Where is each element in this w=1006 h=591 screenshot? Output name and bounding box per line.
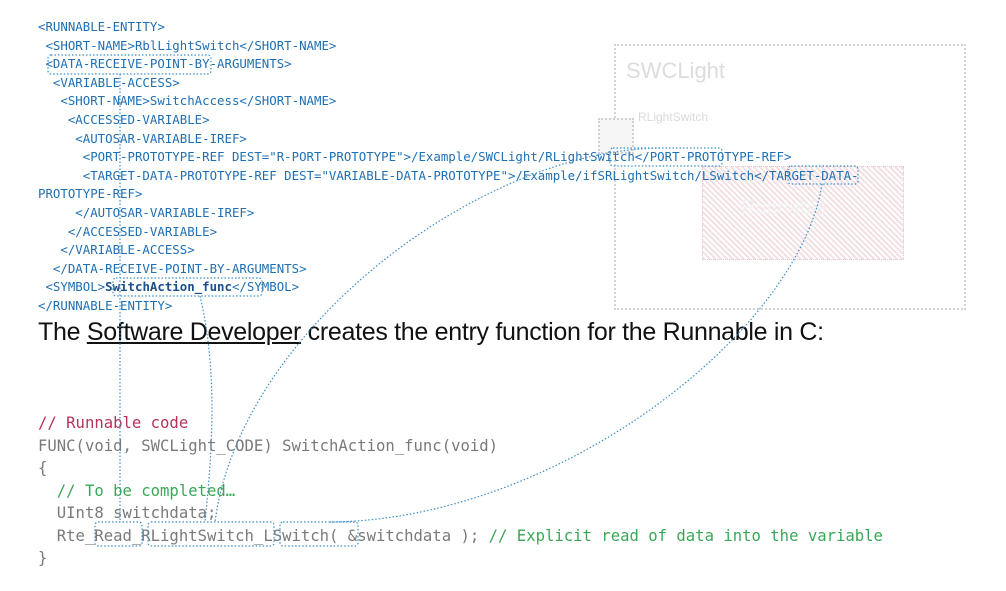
highlight-read xyxy=(94,521,143,547)
swc-title: SWCLight xyxy=(626,58,726,83)
xml-line: <TARGET-DATA-PROTOTYPE-REF DEST="VARIABL… xyxy=(38,167,859,183)
runnable-label: Runnable xyxy=(741,197,827,219)
xml-line: <VARIABLE-ACCESS> xyxy=(38,74,180,90)
highlight-symbol xyxy=(112,277,263,297)
xml-line: <DATA-RECEIVE-POINT-BY-ARGUMENTS> xyxy=(38,56,292,72)
connector-symbol xyxy=(199,295,213,523)
code-line: Rte_Read_RLightSwitch_LSwitch( &switchda… xyxy=(38,526,489,545)
xml-line: <AUTOSAR-VARIABLE-IREF> xyxy=(38,130,247,146)
xml-line: <RUNNABLE-ENTITY> xyxy=(38,19,165,34)
highlight-rlightswitch-xml xyxy=(609,147,723,167)
xml-line: <SHORT-NAME>SwitchAccess</SHORT-NAME> xyxy=(38,93,337,109)
xml-line: </AUTOSAR-VARIABLE-IREF> xyxy=(38,204,255,220)
code-comment: // Explicit read of data into the variab… xyxy=(488,526,883,545)
xml-line: PROTOTYPE-REF> xyxy=(38,186,143,202)
connector-lswitch xyxy=(329,183,823,523)
description-text: The Software Developer creates the entry… xyxy=(38,318,824,347)
xml-line: <SYMBOL> xyxy=(38,279,106,295)
port-label: RLightSwitch xyxy=(638,110,709,124)
prose-start: The xyxy=(38,318,87,346)
highlight-data-receive-point xyxy=(47,54,212,75)
xml-line: </DATA-RECEIVE-POINT-BY-ARGUMENTS> xyxy=(38,260,307,276)
highlight-lswitch-code xyxy=(279,521,359,547)
connector-rlightswitch xyxy=(214,147,661,523)
highlight-rlightswitch-code xyxy=(147,521,275,547)
code-line: { xyxy=(38,459,48,477)
code-comment: // To be completed… xyxy=(38,481,236,500)
c-code-listing: // Runnable code FUNC(void, SWCLight_COD… xyxy=(38,412,883,570)
symbol-name: SwitchAction_func xyxy=(105,279,232,295)
highlight-lswitch-xml xyxy=(787,165,859,185)
code-line: UInt8 switchdata; xyxy=(38,504,217,522)
software-developer-link[interactable]: Software Developer xyxy=(86,318,301,346)
code-line: FUNC(void, SWCLight_CODE) SwitchAction_f… xyxy=(38,436,499,455)
xml-line: </VARIABLE-ACCESS> xyxy=(38,242,195,258)
prose-end: creates the entry function for the Runna… xyxy=(300,318,824,346)
xml-line: <SHORT-NAME>RblLightSwitch</SHORT-NAME> xyxy=(38,37,337,53)
xml-line: <PORT-PROTOTYPE-REF DEST="R-PORT-PROTOTY… xyxy=(38,149,792,165)
xml-line: </SYMBOL> xyxy=(231,279,300,295)
xml-line: </ACCESSED-VARIABLE> xyxy=(38,223,218,239)
code-line: } xyxy=(38,549,48,567)
xml-line: </RUNNABLE-ENTITY> xyxy=(38,297,173,313)
arxml-listing: <RUNNABLE-ENTITY> <SHORT-NAME>RblLightSw… xyxy=(38,18,859,316)
xml-line: <ACCESSED-VARIABLE> xyxy=(38,111,210,127)
code-comment: // Runnable code xyxy=(38,414,189,432)
